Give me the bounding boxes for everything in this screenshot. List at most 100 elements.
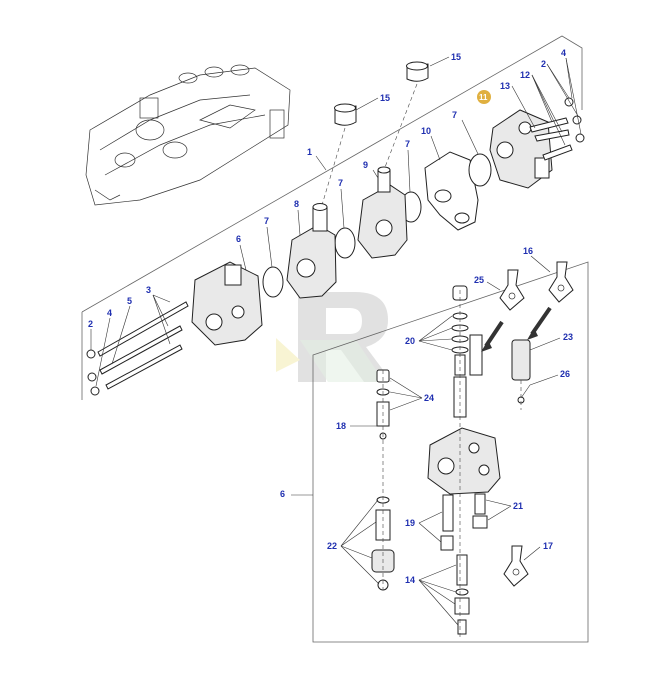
arrow-16: [530, 306, 552, 336]
valve-section-11: [489, 109, 553, 189]
callout-12: 12: [520, 70, 530, 80]
callout-15: 15: [451, 52, 461, 62]
leader-line: [461, 119, 479, 155]
callout-19: 19: [405, 518, 415, 528]
leader-line: [315, 155, 327, 171]
callout-26: 26: [560, 369, 570, 379]
callout-7: 7: [338, 178, 343, 188]
callout-20: 20: [405, 336, 415, 346]
leader-line: [152, 294, 171, 303]
callout-10: 10: [421, 126, 431, 136]
leader-line: [520, 384, 531, 399]
leader-line: [529, 374, 559, 386]
valve-section-9: [357, 166, 408, 259]
callout-2: 2: [541, 59, 546, 69]
leader-line: [389, 377, 423, 399]
leader-line: [418, 511, 443, 524]
leader-line: [418, 315, 453, 342]
callout-8: 8: [294, 199, 299, 209]
callout-16: 16: [523, 246, 533, 256]
leader-line: [418, 564, 457, 581]
leader-line: [531, 74, 566, 146]
leader-line: [529, 337, 561, 351]
o-ring-7a: [468, 153, 492, 187]
callout-25: 25: [474, 275, 484, 285]
cap-15-lower: [334, 103, 357, 126]
tie-rods-3-5: [97, 301, 189, 390]
callout-15: 15: [380, 93, 390, 103]
solenoid-23: [511, 339, 531, 404]
leader-line: [95, 317, 111, 387]
leader-line: [485, 499, 512, 507]
detail-valve-body: [427, 427, 501, 495]
nuts-2-4-lower: [86, 349, 100, 396]
leader-line: [152, 294, 169, 327]
axis-line: [381, 83, 418, 176]
watermark-logo: [276, 292, 392, 382]
leader-line: [389, 397, 423, 411]
callout-13: 13: [500, 81, 510, 91]
leader-line: [340, 499, 379, 547]
leader-line: [340, 188, 345, 229]
leader-line: [152, 294, 171, 345]
detail-frame: [312, 261, 589, 643]
spring-19: [440, 494, 454, 551]
callout-5: 5: [127, 296, 132, 306]
leader-line: [340, 545, 373, 559]
spring-21: [472, 493, 488, 529]
leader-line: [418, 338, 453, 342]
callout-7: 7: [405, 139, 410, 149]
callout-22: 22: [327, 541, 337, 551]
o-ring-7c: [334, 227, 356, 259]
leader-line: [429, 56, 450, 67]
leader-line: [486, 281, 501, 291]
leader-lines: [90, 56, 582, 626]
callout-6: 6: [236, 234, 241, 244]
callout-14: 14: [405, 575, 415, 585]
leader-line: [355, 97, 379, 111]
arrow-head: [527, 328, 538, 340]
leader-line: [531, 74, 553, 123]
connector-17: [503, 545, 529, 587]
callout-23: 23: [563, 332, 573, 342]
callout-9: 9: [363, 160, 368, 170]
valve-section-6-upper: [191, 261, 263, 346]
leader-line: [372, 169, 379, 179]
assembly-outline-upper: [81, 35, 583, 400]
callout-7: 7: [452, 110, 457, 120]
leader-line: [511, 85, 536, 129]
leader-line: [389, 391, 423, 399]
callout-3: 3: [146, 285, 151, 295]
callout-17: 17: [543, 541, 553, 551]
o-ring-7d: [262, 266, 284, 298]
leader-line: [266, 226, 273, 268]
leader-line: [418, 579, 457, 593]
callout-6: 6: [280, 489, 285, 499]
leader-line: [418, 522, 442, 543]
callout-11: 11: [479, 93, 488, 102]
callout-4: 4: [107, 308, 112, 318]
connector-16: [548, 261, 574, 303]
leader-line: [418, 579, 459, 626]
leader-line: [430, 135, 441, 161]
callout-2: 2: [88, 319, 93, 329]
callout-7: 7: [264, 216, 269, 226]
callout-11-badge: [477, 90, 491, 104]
axis-line: [321, 127, 346, 206]
leader-line: [111, 305, 131, 365]
valve-section-10: [424, 151, 479, 231]
leader-line: [565, 57, 573, 99]
leader-line: [487, 505, 512, 521]
leader-line: [297, 209, 301, 236]
valve-section-8: [286, 203, 337, 299]
callout-labels: 15 15 4 2 12 13 11 7 10 1 7 9 7 8 7 6 3 …: [88, 48, 573, 585]
callout-1: 1: [307, 147, 312, 157]
leader-line: [239, 244, 247, 271]
leader-line: [340, 545, 380, 585]
leader-line: [546, 63, 579, 117]
leader-line: [418, 327, 453, 342]
callout-21: 21: [513, 501, 523, 511]
callout-4: 4: [561, 48, 566, 58]
cap-15-upper: [406, 61, 429, 82]
leader-line: [523, 546, 541, 561]
